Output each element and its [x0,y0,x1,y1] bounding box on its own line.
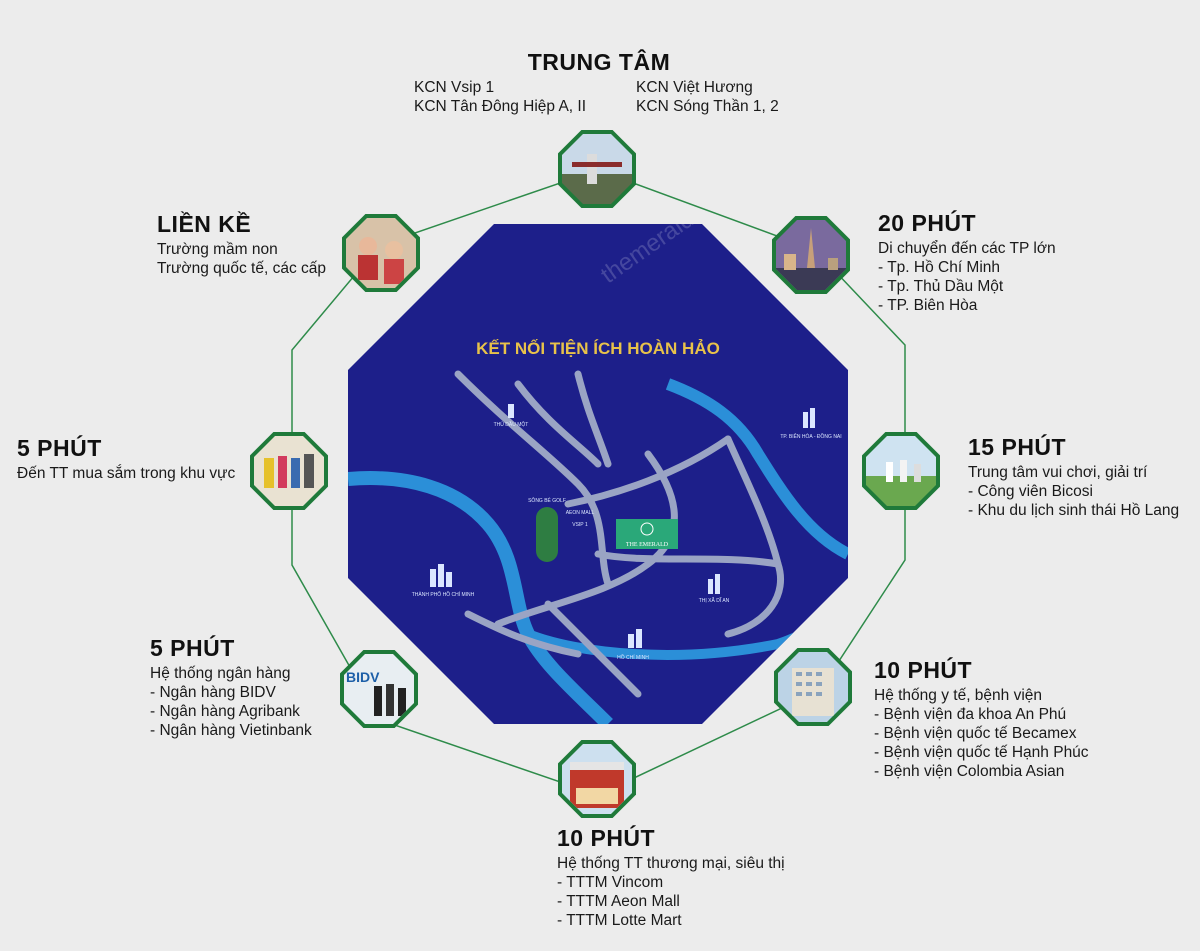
building-icon [628,634,634,648]
block-line: - Ngân hàng BIDV [150,684,276,701]
block-bottom-left: 5 PHÚT Hệ thống ngân hàng - Ngân hàng BI… [150,634,312,740]
block-line: - Ngân hàng Agribank [150,703,300,720]
block-top-right-line: KCN Việt Hương [636,79,753,96]
block-line: - Bệnh viện đa khoa An Phú [874,706,1067,723]
emerald-badge [616,519,678,549]
map-headline: KẾT NỐI TIỆN ÍCH HOÀN HẢO [476,338,720,358]
building-icon [430,569,436,587]
block-top-left-line: KCN Vsip 1 [414,79,495,96]
block-line: Trường mầm non [157,241,278,258]
map-label-dian: THỊ XÃ DĨ AN [699,597,730,604]
block-top-right-title: 20 PHÚT [878,210,977,236]
block-line: Hệ thống y tế, bệnh viện [874,687,1043,704]
block-line: - TP. Biên Hòa [878,297,978,314]
block-right-title: 15 PHÚT [968,434,1067,460]
photo-bank: BIDV [340,650,418,728]
block-line: - TTTM Vincom [557,874,664,891]
block-line: Hệ thống TT thương mại, siêu thị [557,855,785,872]
block-top-right: 20 PHÚT Di chuyển đến các TP lớn - Tp. H… [878,209,1056,315]
map-label-aeon: AEON MALL [566,510,595,516]
block-line: - Bệnh viện quốc tế Hạnh Phúc [874,744,1089,761]
block-line: - TTTM Aeon Mall [557,893,680,910]
block-line: - Ngân hàng Vietinbank [150,722,312,739]
block-line: Di chuyển đến các TP lớn [878,240,1056,257]
building-icon [438,564,444,587]
block-bottom-right-title: 10 PHÚT [874,657,973,683]
block-line: Trung tâm vui chơi, giải trí [968,464,1148,481]
golf-area [536,507,558,562]
block-bottom-left-title: 5 PHÚT [150,635,235,661]
block-top-left: LIỀN KỀ Trường mầm non Trường quốc tế, c… [157,210,326,278]
block-line: - TTTM Lotte Mart [557,912,682,929]
block-top-title: TRUNG TÂM [527,49,671,75]
block-top-right-line: KCN Sóng Thần 1, 2 [636,98,779,115]
emerald-badge-label: THE EMERALD [626,542,669,548]
building-icon [636,629,642,648]
building-icon [715,574,720,594]
map-label-golf: SÔNG BÉ GOLF [528,497,566,504]
block-line: Trường quốc tế, các cấp [157,260,327,277]
block-top-left-title: LIỀN KỀ [157,211,252,237]
photo-city-tower [772,216,850,294]
block-bottom: 10 PHÚT Hệ thống TT thương mại, siêu thị… [557,824,785,930]
emerald-logo-icon [640,522,654,536]
block-line: - Tp. Thủ Dầu Một [878,278,1004,295]
block-left-title: 5 PHÚT [17,435,102,461]
photo-hospital [774,648,852,726]
building-icon [446,572,452,587]
block-line: Hệ thống ngân hàng [150,665,291,682]
block-line: - Công viên Bicosi [968,483,1093,500]
block-line: Đến TT mua sắm trong khu vực [17,465,236,482]
building-icon [708,579,713,594]
map-label-tdm: THỦ DẦU MỘT [494,421,529,428]
block-bottom-title: 10 PHÚT [557,825,656,851]
block-bottom-right: 10 PHÚT Hệ thống y tế, bệnh viện - Bệnh … [874,656,1089,781]
building-icon [508,404,514,418]
map-label-vsip: VSIP 1 [572,522,588,528]
block-line: - Bệnh viện quốc tế Becamex [874,725,1077,742]
photo-school [342,214,420,292]
building-icon [803,412,808,428]
block-left: 5 PHÚT Đến TT mua sắm trong khu vực [17,434,235,483]
block-top: TRUNG TÂM KCN Vsip 1 KCN Tân Đông Hiệp A… [414,48,814,116]
block-top-left-line: KCN Tân Đông Hiệp A, II [414,98,587,115]
river-dongnai [665,378,848,560]
block-line: - Tp. Hồ Chí Minh [878,259,1001,276]
block-line: - Bệnh viện Colombia Asian [874,763,1065,780]
map-label-hcm: THÀNH PHỐ HỒ CHÍ MINH [412,591,475,598]
bidv-sign: BIDV [346,669,380,685]
river-saigon [348,471,613,724]
block-line: - Khu du lịch sinh thái Hồ Lang [968,502,1180,519]
block-right: 15 PHÚT Trung tâm vui chơi, giải trí - C… [968,433,1179,520]
area-map: KẾT NỐI TIỆN ÍCH HOÀN HẢO THE EMERALD TH… [348,224,848,724]
photo-industrial-gate [558,130,636,208]
photo-mall [558,740,636,818]
road-network [454,370,785,698]
photo-shopping-people [250,432,328,510]
photo-park [862,432,940,510]
map-label-hcm-south: HỒ CHÍ MINH [617,654,649,661]
building-icon [810,408,815,428]
map-label-bienhoa: TP. BIÊN HÒA - ĐỒNG NAI [780,432,841,440]
